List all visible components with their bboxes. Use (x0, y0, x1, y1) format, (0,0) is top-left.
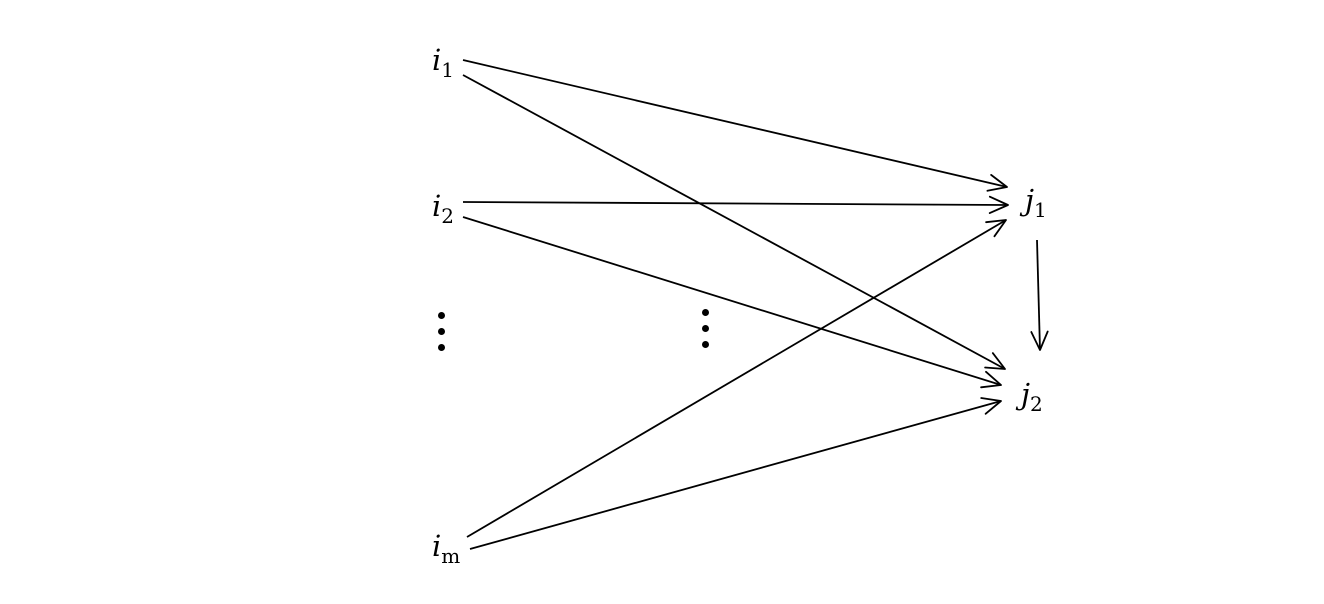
edge-line (462, 74, 1006, 370)
edge-i2-j1 (462, 195, 1009, 214)
edge-i1-j1 (462, 59, 1008, 192)
arrowhead-icon (988, 195, 1009, 214)
vertical-ellipsis-left (438, 312, 446, 360)
arrowhead-icon (980, 370, 1002, 389)
arrowhead-icon (984, 352, 1006, 370)
node-i2: i2 (432, 189, 455, 228)
edge-i2-j2 (462, 216, 1002, 389)
edge-line (462, 216, 1002, 386)
edge-line (462, 59, 1008, 188)
edge-im-j1 (466, 219, 1007, 538)
edge-j1-j2 (1030, 239, 1049, 351)
arrowhead-icon (985, 219, 1007, 238)
node-i1: i1 (432, 43, 455, 82)
arrowhead-icon (1030, 330, 1049, 351)
edge-line (466, 219, 1007, 538)
arrowhead-icon (980, 397, 1002, 415)
edge-i1-j2 (462, 74, 1006, 370)
arrowhead-icon (986, 174, 1008, 192)
edge-line (469, 400, 1002, 550)
node-im: im (432, 529, 461, 568)
edge-line (462, 201, 1009, 206)
edges-group (462, 59, 1049, 550)
edge-im-j2 (469, 397, 1002, 550)
edge-line (1036, 239, 1041, 351)
vertical-ellipsis-middle (702, 309, 710, 357)
node-j1: j1 (1025, 183, 1047, 222)
node-j2: j2 (1021, 377, 1043, 416)
